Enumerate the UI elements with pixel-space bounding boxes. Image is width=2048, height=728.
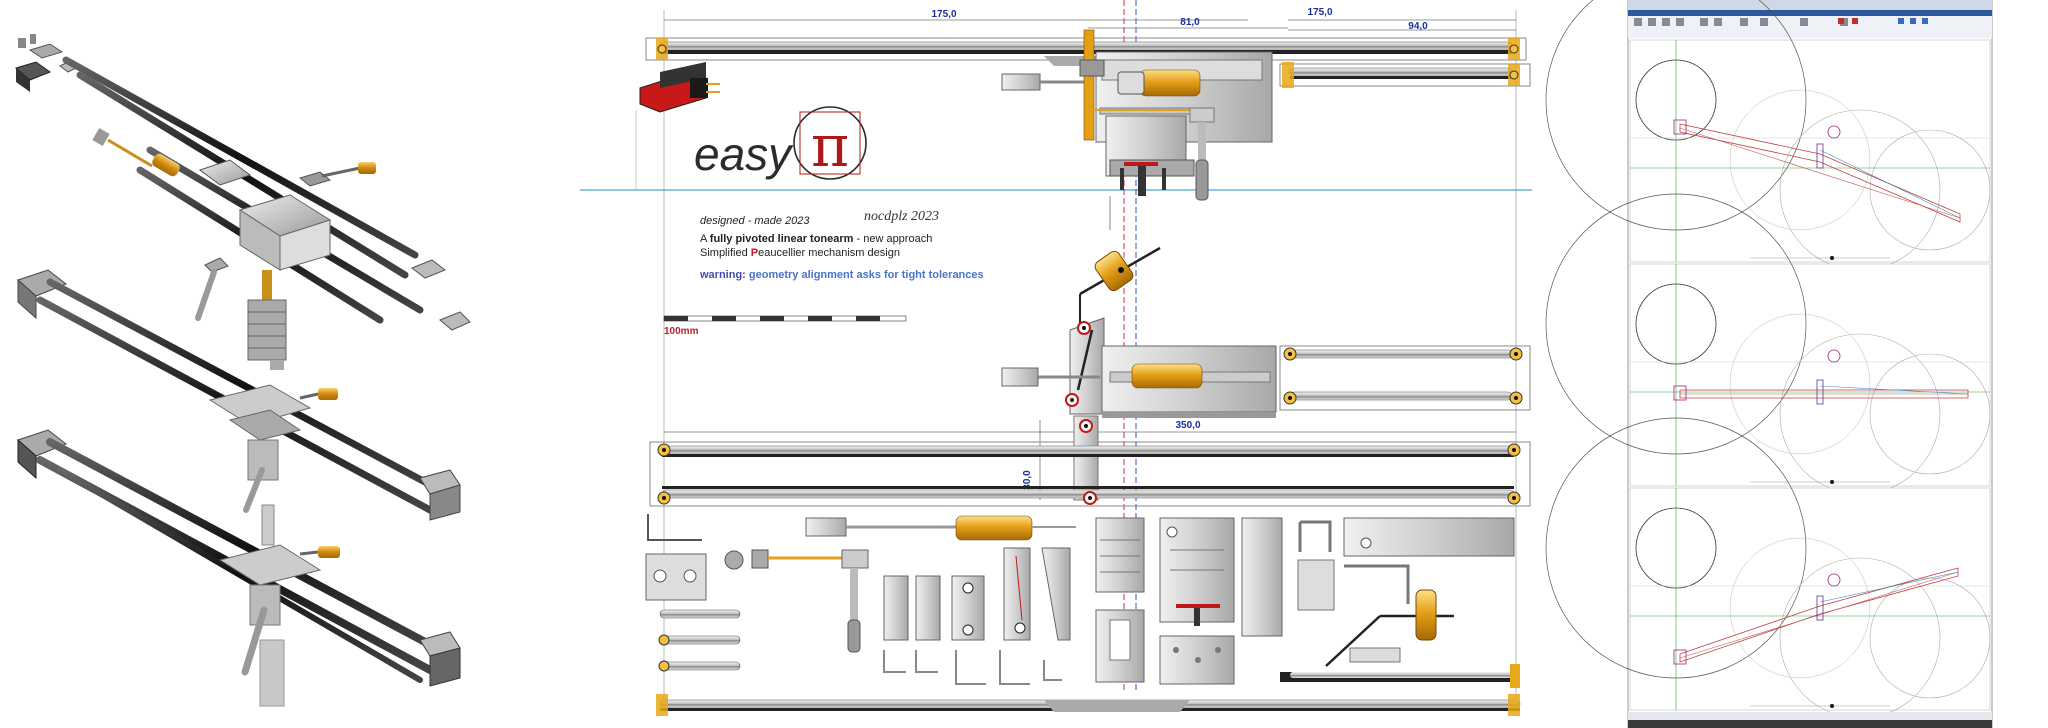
pivot-screw-icon [30,34,36,44]
dim-top-far-right: 94,0 [1408,21,1428,32]
dim-top-center: 81,0 [1180,17,1200,28]
tonearm-rail-icon [649,415,1531,507]
description-line-1: A fully pivoted linear tonearm - new app… [700,233,932,245]
title-bar [1628,0,1992,10]
warning-text: geometry alignment asks for tight tolera… [746,269,984,281]
dim-top-left: 175,0 [931,9,956,20]
scale-bar: 100mm [663,315,907,337]
logo: easy π [694,106,867,180]
tonearm-rail-icon [645,37,1527,66]
scale-label: 100mm [664,326,699,337]
desc2-red: P [751,247,758,259]
tonearm-rail-icon [656,609,1521,716]
status-bar [1628,712,1992,728]
warning-line: warning: geometry alignment asks for tig… [699,269,984,281]
logo-symbol: π [811,112,849,180]
logo-word: easy [694,128,794,180]
ribbon [1628,16,1992,38]
desc2-prefix: Simplified [700,247,751,259]
dim-top-right: 175,0 [1307,7,1332,18]
taskbar [1628,720,1992,728]
geometry-view [1629,487,1991,711]
exploded-assembly-icon [14,34,471,361]
desc1-rest: - new approach [853,233,932,245]
center-pivot-assembly [1001,29,1273,230]
warning-label: warning: [699,269,746,281]
counterweight-icon [152,153,180,177]
pivot-screw-icon [18,38,26,48]
middle-assembly [1001,317,1277,418]
dim-middle: 350,0 [1175,420,1200,431]
tonearm-rail-icon [1279,345,1531,411]
geometry-view [1629,263,1991,487]
parts-sheet [645,514,1515,685]
counterweight-icon [1139,69,1201,97]
desc2-rest: eaucellier mechanism design [758,247,900,259]
designed-line: designed - made 2023 [700,215,810,227]
geometry-view [1629,39,1991,263]
dim-vertical: 30,0 [1022,470,1033,490]
counterweight-icon [1079,246,1161,360]
ribbon-tabs [1628,10,1992,16]
cartridge-icon [639,62,720,113]
signature: nocdplz 2023 [864,209,939,224]
desc1-bold: fully pivoted linear tonearm [710,233,854,245]
isometric-views-panel [14,34,471,707]
tonearm-rail-icon [1279,63,1531,87]
tonearm-rail-icon [17,269,461,546]
description-line-2: Simplified Peaucellier mechanism design [700,247,900,259]
desc1-prefix: A [700,233,710,245]
tonearm-rail-icon [17,429,461,707]
